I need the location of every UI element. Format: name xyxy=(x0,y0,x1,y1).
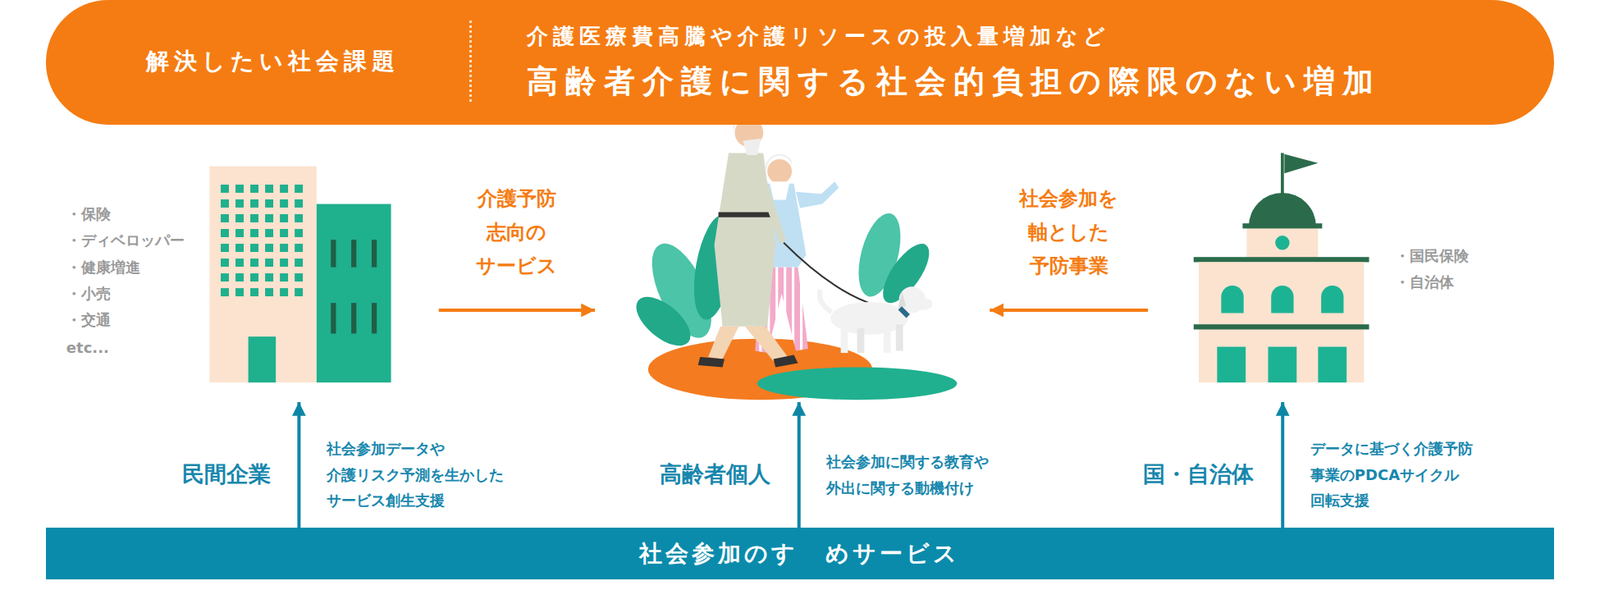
flow-arrow xyxy=(989,308,1148,312)
edge-label: 社会参加に関する教育や 外出に関する動機付け xyxy=(826,448,1003,501)
banner-heading: 解決したい社会課題 xyxy=(146,45,400,78)
actor-area: 民間企業 xyxy=(209,163,391,403)
flow-arrow xyxy=(1280,402,1285,528)
banner-title: 高齢者介護に関する社会的負担の際限のない増加 xyxy=(526,60,1381,103)
category-item: ・ディベロッパー xyxy=(66,230,185,251)
category-item: ・国民保険 xyxy=(1394,246,1469,266)
edge-label: データに基づく介護予防 事業のPDCAサイクル 回転支援 xyxy=(1310,435,1487,514)
service-band: 社会参加のすゝめサービス xyxy=(45,527,1555,580)
category-item: ・自治体 xyxy=(1394,272,1454,293)
edge-label: 社会参加データや 介護リスク予測を生かした サービス創生支援 xyxy=(326,435,516,514)
company-building xyxy=(209,166,391,384)
flow-arrow xyxy=(297,402,301,528)
edge-label: 介護予防 志向の サービス xyxy=(463,182,571,283)
band-label: 社会参加のすゝめサービス xyxy=(639,538,960,570)
category-item: etc... xyxy=(66,338,110,356)
flow-arrow xyxy=(438,308,595,312)
category-item: ・小売 xyxy=(66,283,111,304)
problem-banner: 解決したい社会課題 介護医療費高騰や介護リソースの投入量増加など高齢者介護に関する… xyxy=(45,0,1555,125)
banner-subtitle: 介護医療費高騰や介護リソースの投入量増加など xyxy=(526,21,1111,51)
actor-name: 国・自治体 xyxy=(1142,459,1254,490)
category-item: ・保険 xyxy=(66,204,111,224)
actor-area: 高齢者個人 xyxy=(648,115,955,403)
government-building xyxy=(1193,152,1370,383)
actor-area: 国・自治体 xyxy=(1193,153,1370,403)
actor-name: 高齢者個人 xyxy=(659,459,771,490)
divider-line xyxy=(469,20,472,102)
edge-label: 社会参加を 軸とした 予防事業 xyxy=(1015,182,1123,283)
actor-name: 民間企業 xyxy=(182,459,271,490)
category-item: ・健康増進 xyxy=(66,257,141,278)
elderly-couple xyxy=(627,111,957,400)
category-item: ・交通 xyxy=(66,310,111,330)
flow-arrow xyxy=(797,402,801,528)
window-grid xyxy=(220,184,303,297)
